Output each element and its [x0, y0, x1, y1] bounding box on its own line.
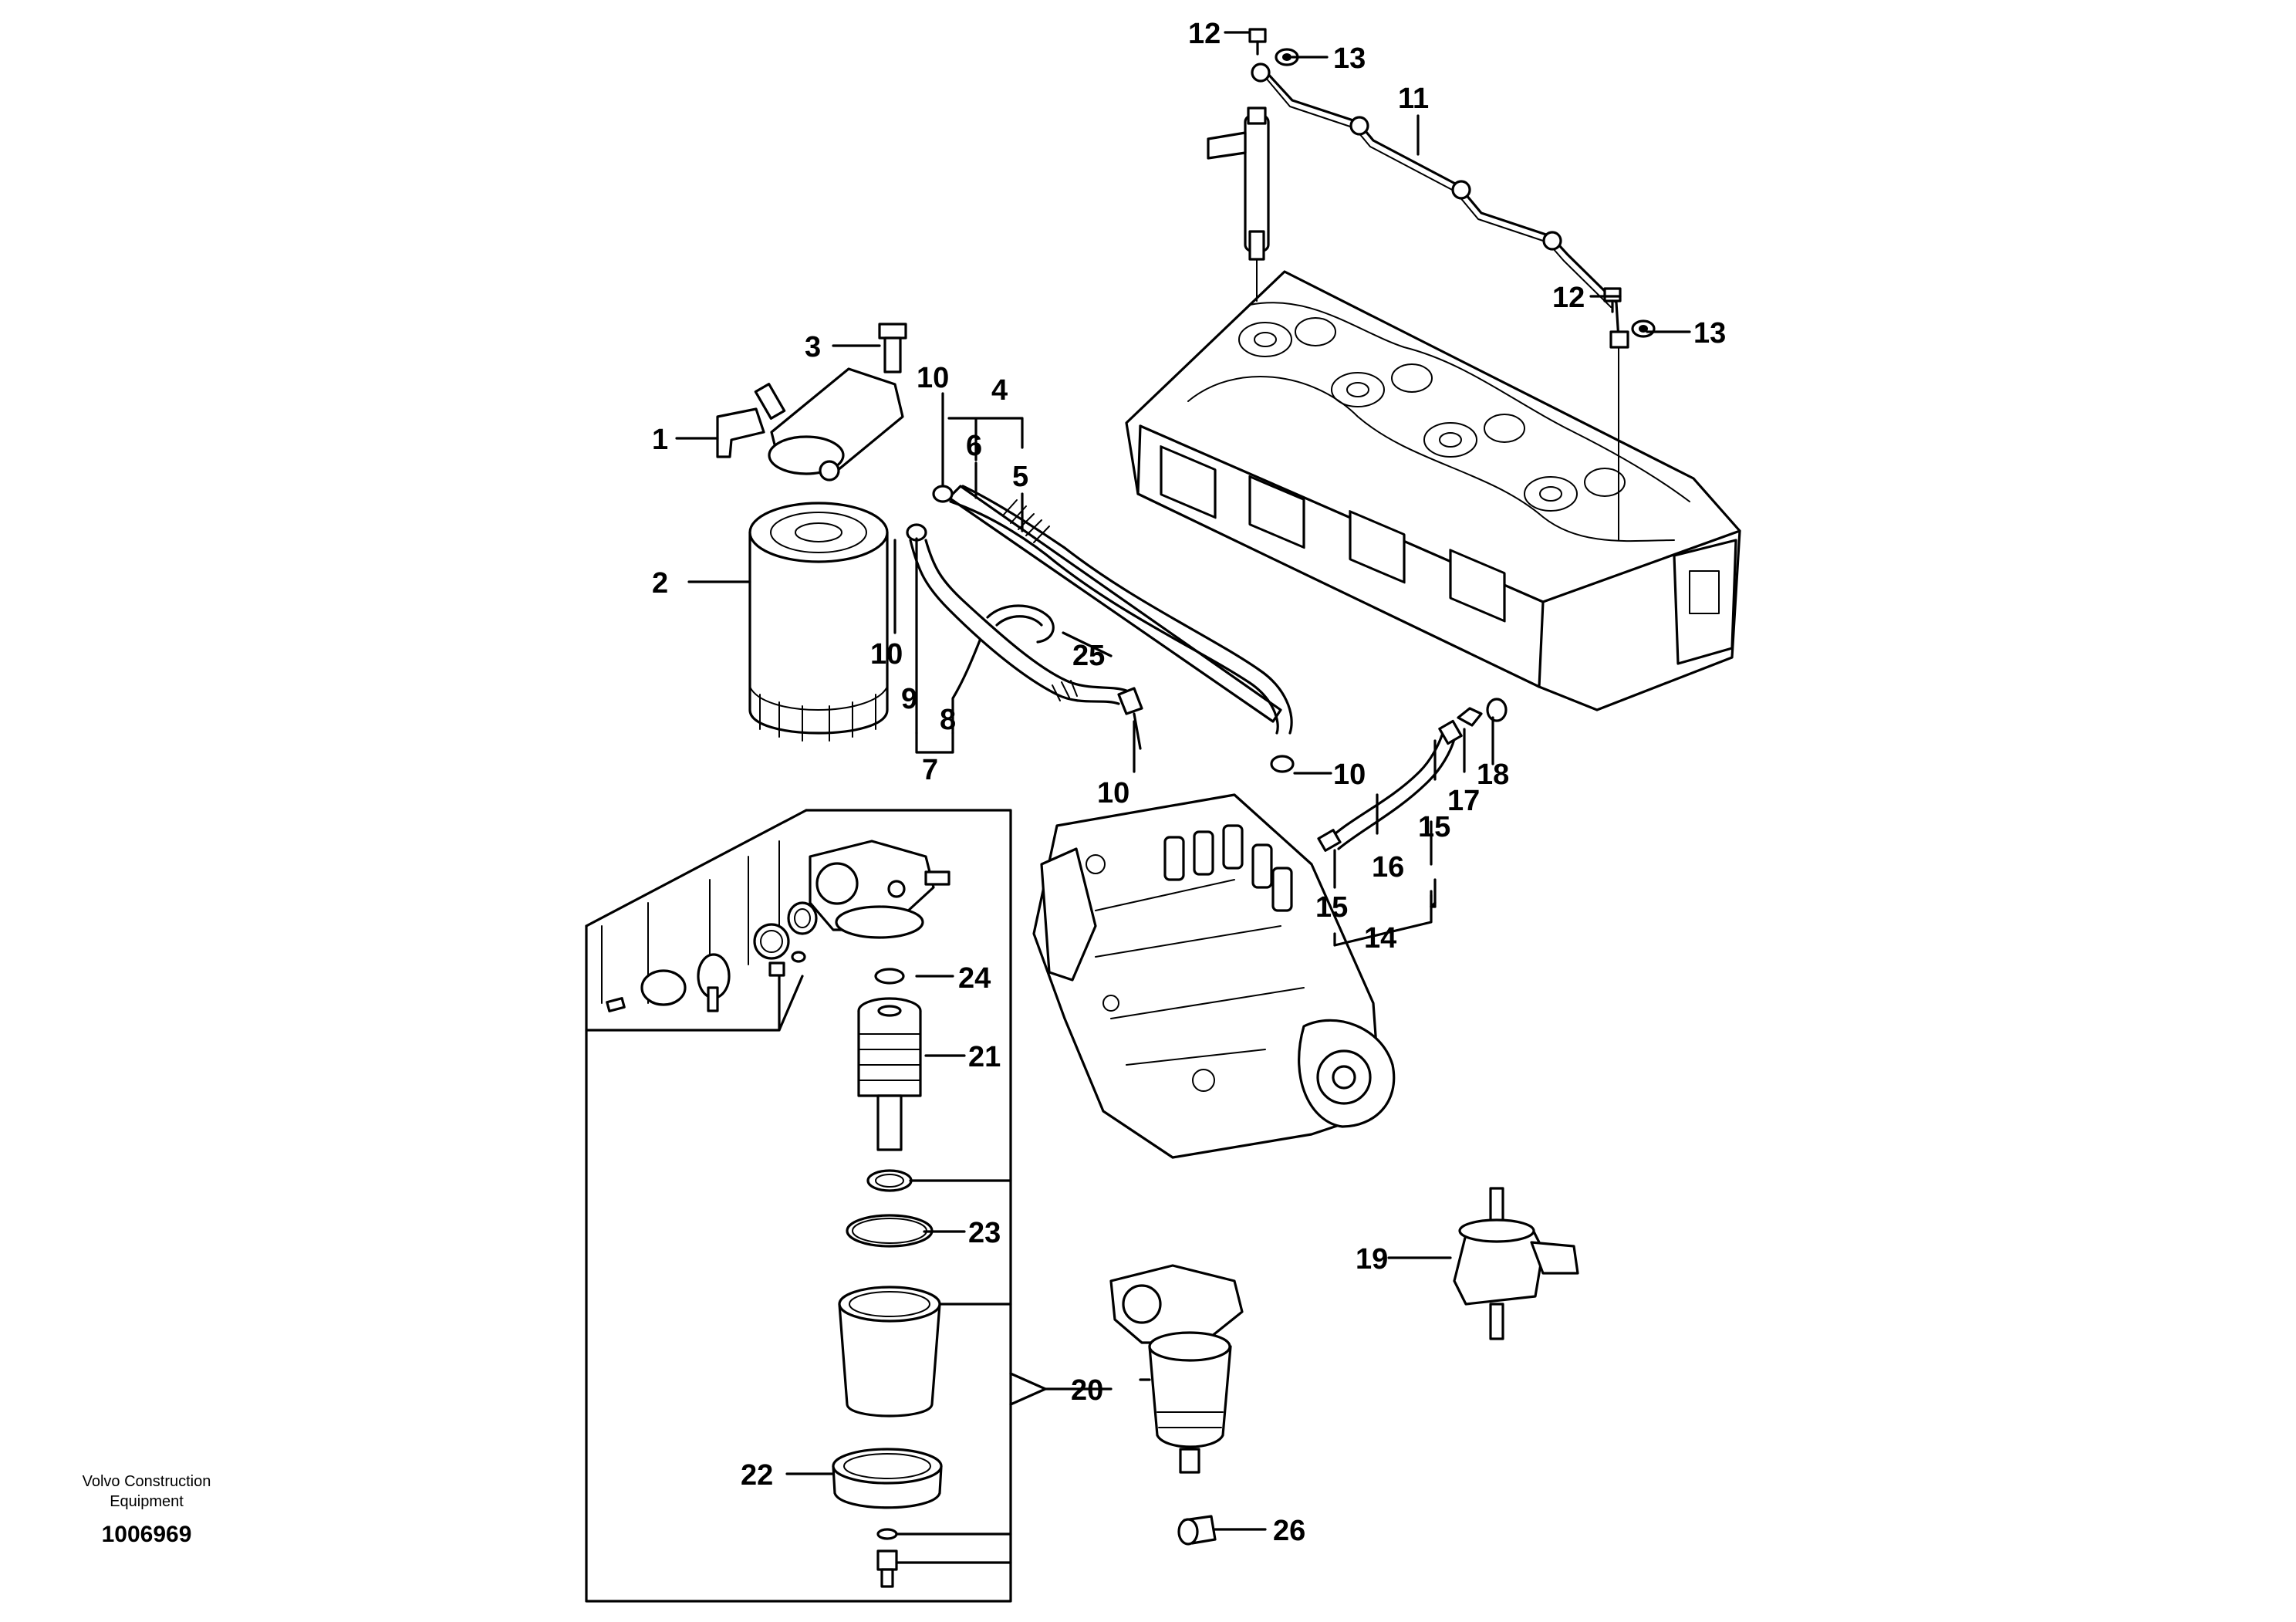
callout-23: 23	[968, 1217, 1001, 1249]
drain-plug	[876, 1528, 898, 1588]
o-ring-small	[874, 968, 905, 985]
brand-line-2: Equipment	[110, 1493, 184, 1510]
hose-clamp-band	[986, 604, 1055, 644]
water-separator-assembly	[1109, 1264, 1244, 1474]
banjo-bolt-top	[1248, 28, 1267, 56]
callout-8: 8	[940, 704, 956, 736]
separator-small-parts	[606, 901, 818, 1012]
callout-17: 17	[1447, 785, 1480, 817]
callout-10-pump: 10	[1097, 777, 1129, 809]
callout-12-top: 12	[1188, 18, 1221, 50]
callout-21: 21	[968, 1041, 1001, 1073]
fuel-hose-upper	[947, 485, 1293, 735]
callout-20: 20	[1071, 1374, 1103, 1407]
washer-right	[1631, 319, 1656, 338]
callout-1: 1	[652, 424, 668, 456]
callout-10-top: 10	[917, 362, 949, 394]
leader-lines	[675, 31, 1691, 1564]
callout-25: 25	[1072, 640, 1105, 672]
callout-15-lower: 15	[1315, 891, 1348, 924]
return-hose	[1317, 719, 1463, 852]
callout-13-right: 13	[1693, 317, 1726, 350]
callout-10-right: 10	[1333, 759, 1366, 791]
separator-head	[809, 840, 950, 939]
callout-14: 14	[1364, 922, 1396, 955]
callout-3: 3	[805, 331, 821, 363]
callout-9: 9	[901, 683, 917, 715]
callout-12-right: 12	[1552, 282, 1585, 314]
fuel-filter-cartridge	[748, 502, 889, 742]
pressure-regulator	[1453, 1187, 1579, 1340]
hose-clamp	[1177, 1515, 1217, 1546]
filter-head	[716, 367, 904, 482]
bowl-o-ring	[846, 1214, 934, 1248]
retaining-ring	[832, 1448, 943, 1509]
callout-16: 16	[1372, 851, 1404, 884]
injection-pump	[1032, 793, 1396, 1159]
leak-off-pipe	[1251, 63, 1629, 349]
banjo-bolt-right	[1603, 287, 1622, 313]
seal-ring	[866, 1169, 913, 1192]
callout-15-upper: 15	[1418, 811, 1450, 843]
hose-clip	[906, 485, 1295, 773]
callout-11: 11	[1398, 83, 1429, 115]
separator-bowl	[838, 1286, 941, 1418]
callout-7: 7	[922, 754, 938, 786]
callout-19: 19	[1356, 1243, 1388, 1276]
union-fitting	[1457, 698, 1508, 727]
callout-24: 24	[958, 962, 991, 995]
callout-5: 5	[1012, 461, 1028, 493]
callout-13-top: 13	[1333, 42, 1366, 75]
detail-box	[585, 809, 1012, 1603]
callout-18: 18	[1477, 759, 1509, 791]
filter-head-bolt	[878, 323, 907, 373]
document-number: 1006969	[102, 1522, 192, 1547]
callout-labels: 1 2 3 4 5 6 7 8 9 10 10 10 10 11 12 12 1…	[652, 18, 1726, 1547]
cylinder-head	[1125, 270, 1741, 711]
callout-22: 22	[741, 1459, 773, 1492]
brand-line-1: Volvo Construction	[83, 1473, 211, 1490]
footer-brand: Volvo Construction Equipment 1006969	[83, 1473, 211, 1547]
filter-element	[857, 997, 922, 1151]
callout-6: 6	[966, 430, 982, 462]
callout-10-left: 10	[870, 638, 903, 671]
callout-2: 2	[652, 567, 668, 600]
fuel-hose-lower	[909, 539, 1143, 750]
callout-4: 4	[991, 374, 1008, 407]
fuel-injector	[1207, 106, 1270, 302]
callout-26: 26	[1273, 1515, 1305, 1547]
